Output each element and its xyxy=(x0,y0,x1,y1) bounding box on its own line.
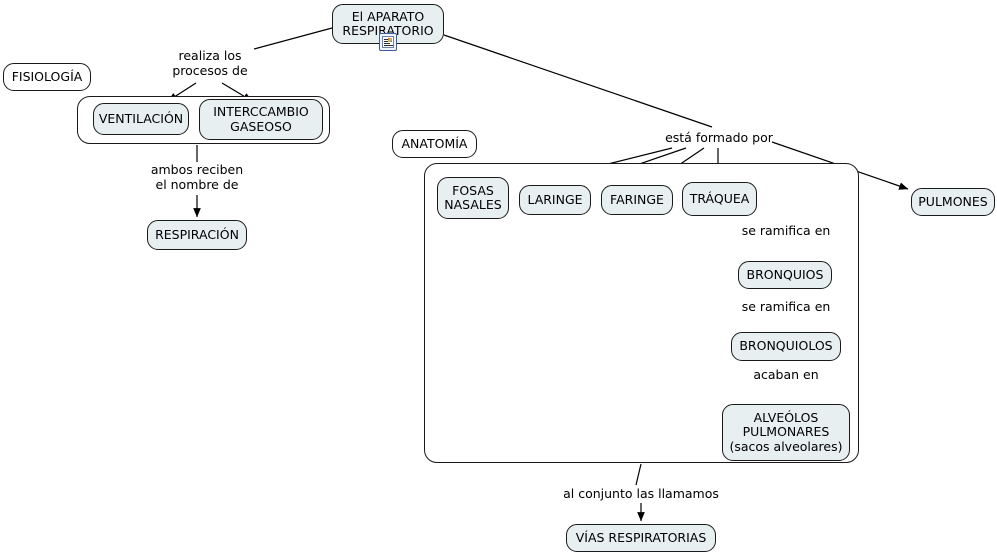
link-label-realiza-los-procesos-de: realiza los procesos de xyxy=(172,48,248,78)
document-page-glyph xyxy=(382,36,394,48)
node-pulmones[interactable]: PULMONES xyxy=(911,188,995,216)
node-vias-respiratorias[interactable]: VÍAS RESPIRATORIAS xyxy=(566,524,716,552)
doc-line xyxy=(384,43,390,44)
node-bronquiolos[interactable]: BRONQUIOLOS xyxy=(731,332,841,361)
node-anatomia[interactable]: ANATOMÍA xyxy=(392,130,477,158)
link-label-se-ramifica-en-1: se ramifica en xyxy=(741,223,831,238)
doc-thumbnail xyxy=(388,38,392,42)
doc-line xyxy=(384,45,393,46)
node-ventilacion[interactable]: VENTILACIÓN xyxy=(93,103,189,135)
link-label-al-conjunto-las-llamamos: al conjunto las llamamos xyxy=(563,486,719,501)
node-faringe[interactable]: FARINGE xyxy=(601,185,673,215)
node-traquea[interactable]: TRÁQUEA xyxy=(682,182,757,216)
link-label-ambos-reciben-el-nombre-de: ambos reciben el nombre de xyxy=(150,162,244,192)
node-interccambio-gaseoso[interactable]: INTERCCAMBIO GASEOSO xyxy=(199,99,323,140)
node-alveolos-pulmonares[interactable]: ALVEÓLOS PULMONARES (sacos alveolares) xyxy=(722,404,850,461)
link-label-esta-formado-por: está formado por xyxy=(665,130,773,145)
node-laringe[interactable]: LARINGE xyxy=(519,185,591,215)
link-label-se-ramifica-en-2: se ramifica en xyxy=(741,299,831,314)
node-respiracion[interactable]: RESPIRACIÓN xyxy=(147,220,247,250)
document-resource-icon[interactable] xyxy=(379,33,397,51)
doc-line xyxy=(384,41,390,42)
node-fosas-nasales[interactable]: FOSAS NASALES xyxy=(437,177,509,219)
link-label-acaban-en: acaban en xyxy=(753,367,819,382)
node-fisiologia[interactable]: FISIOLOGÍA xyxy=(3,63,91,91)
node-bronquios[interactable]: BRONQUIOS xyxy=(738,261,832,289)
doc-line xyxy=(384,39,390,40)
